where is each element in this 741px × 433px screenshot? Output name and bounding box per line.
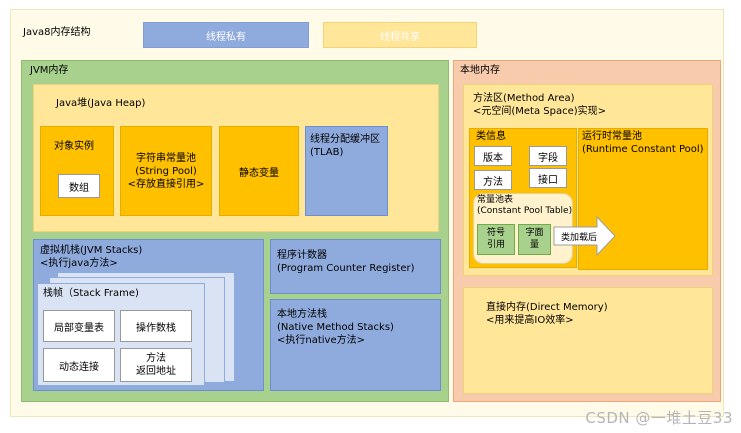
- legend-thread-private: 线程私有: [143, 22, 309, 48]
- array-box: 数组: [58, 174, 100, 198]
- version-box: 版本: [474, 146, 512, 166]
- static-variable-box: 静态变量: [219, 126, 299, 216]
- object-instance-label: 对象实例: [54, 141, 94, 152]
- native-method-stacks-box: [270, 299, 441, 391]
- direct-memory-label: 直接内存(Direct Memory) <用来提高IO效率>: [486, 302, 608, 326]
- literal-box: 字面 量: [518, 224, 551, 255]
- method-box: 方法: [474, 170, 512, 190]
- program-counter-label: 程序计数器 (Program Counter Register): [277, 250, 415, 274]
- direct-memory-region: [463, 287, 713, 394]
- string-pool-box: 字符串常量池 (String Pool) <存放直接引用>: [120, 126, 212, 216]
- tlab-label: 线程分配缓冲区 (TLAB): [310, 134, 380, 158]
- program-counter-box: [270, 239, 441, 294]
- diagram-title: Java8内存结构: [23, 27, 91, 38]
- native-method-stacks-label: 本地方法栈 (Native Method Stacks) <执行native方法…: [277, 309, 394, 346]
- jvm-memory-title: JVM内存: [30, 65, 69, 76]
- object-instance-box: [40, 126, 114, 216]
- class-info-title: 类信息: [476, 131, 506, 142]
- field-box: 字段: [529, 146, 567, 166]
- jvm-stacks-title: 虚拟机栈(JVM Stacks) <执行java方法>: [40, 245, 143, 269]
- legend-thread-shared: 线程共享: [323, 22, 477, 48]
- method-area-title: 方法区(Method Area) <元空间(Meta Space)实现>: [473, 93, 607, 117]
- java-heap-title: Java堆(Java Heap): [56, 98, 146, 109]
- stack-frame-title: 栈帧（Stack Frame): [43, 288, 139, 299]
- native-memory-title: 本地内存: [460, 65, 500, 76]
- local-variable-table-box: 局部变量表: [43, 310, 115, 342]
- runtime-constant-pool-label: 运行时常量池 (Runtime Constant Pool): [582, 131, 704, 155]
- symbolic-reference-box: 符号 引用: [477, 224, 515, 255]
- arrow-right-icon: [553, 216, 616, 256]
- return-address-box: 方法 返回地址: [120, 348, 192, 382]
- after-class-loading-label: 类加载后: [560, 232, 597, 243]
- watermark: CSDN @一堆土豆33: [585, 409, 733, 427]
- tlab-box: [305, 126, 388, 216]
- dynamic-linking-box: 动态连接: [43, 348, 115, 382]
- constant-pool-table-label: 常量池表 (Constant Pool Table): [477, 195, 573, 217]
- interface-box: 接口: [529, 168, 567, 188]
- operand-stack-box: 操作数栈: [120, 310, 192, 342]
